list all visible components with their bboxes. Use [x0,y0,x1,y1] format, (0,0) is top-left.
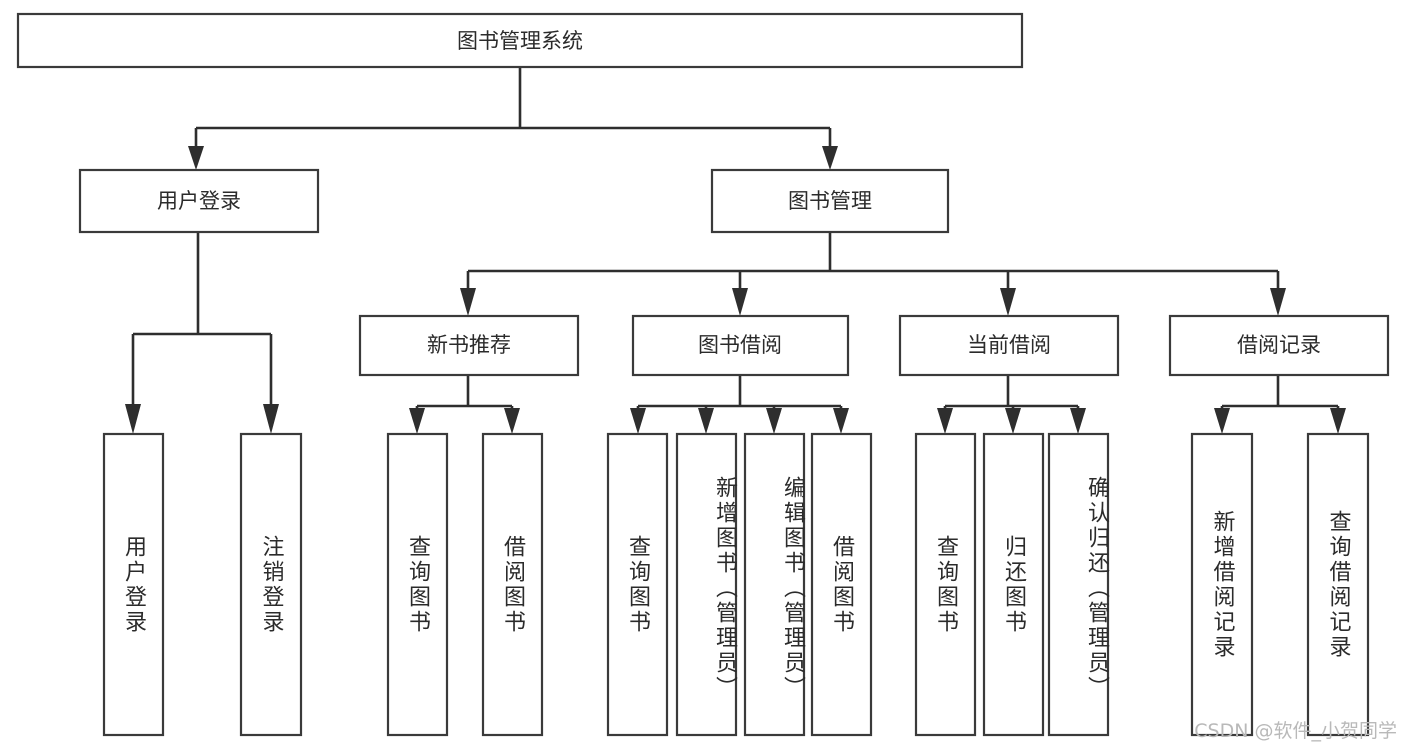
leaf-box-logout-login[interactable] [239,432,303,737]
node-label: 图书管理系统 [457,29,583,53]
connector-newbook-to-leaves [409,375,520,434]
arrow-head-icon [504,408,520,434]
leaf-box-query-book-2[interactable] [606,432,669,737]
node-book-borrow[interactable]: 图书借阅 [631,314,850,377]
leaf-box-query-record[interactable] [1306,432,1370,737]
connector-bookmanage-to-level3 [460,232,1286,316]
node-new-book-recommend[interactable]: 新书推荐 [358,314,580,377]
leaf-group-new-book-recommend [386,432,544,737]
arrow-head-icon [1005,408,1021,434]
arrow-head-icon [1000,288,1016,316]
leaf-box-query-book-1[interactable] [386,432,449,737]
leaf-box-borrow-book-1[interactable] [481,432,544,737]
arrow-head-icon [1070,408,1086,434]
node-label: 当前借阅 [967,333,1051,357]
leaf-box-return-book[interactable] [982,432,1045,737]
node-box-rect [898,314,1120,377]
leaf-box-confirm-return[interactable] [1047,432,1110,737]
node-label: 图书管理 [788,189,872,213]
leaf-box-edit-book[interactable] [743,432,806,737]
connector-bookborrow-to-leaves [630,375,849,434]
node-root-system[interactable]: 图书管理系统 [16,12,1024,69]
csdn-watermark: CSDN @软件_小贺同学 [1194,720,1397,742]
node-borrow-record[interactable]: 借阅记录 [1168,314,1390,377]
arrow-head-icon [937,408,953,434]
leaf-group-current-borrow [914,432,1110,737]
arrow-head-icon [409,408,425,434]
arrow-head-icon [766,408,782,434]
node-box-rect [631,314,850,377]
node-label: 图书借阅 [698,333,782,357]
leaf-group-user-login [102,432,303,737]
arrow-head-icon [833,408,849,434]
node-box-rect [78,168,320,234]
arrow-head-icon [698,408,714,434]
leaf-group-book-borrow [606,432,873,737]
node-book-manage[interactable]: 图书管理 [710,168,950,234]
connector-borrowrecord-to-leaves [1214,375,1346,434]
arrow-head-icon [1330,408,1346,434]
arrow-head-icon [732,288,748,316]
node-box-rect [358,314,580,377]
connector-userlogin-to-leaves [125,232,279,434]
arrow-head-icon [460,288,476,316]
connector-currentborrow-to-leaves [937,375,1086,434]
arrow-head-icon [1214,408,1230,434]
connector-root-to-level2 [188,67,838,170]
node-box-rect [1168,314,1390,377]
arrow-head-icon [630,408,646,434]
node-current-borrow[interactable]: 当前借阅 [898,314,1120,377]
arrow-head-icon [263,404,279,434]
leaf-group-borrow-record [1190,432,1370,737]
node-box-rect [710,168,950,234]
arrow-head-icon [822,146,838,170]
node-label: 借阅记录 [1237,333,1321,357]
arrow-head-icon [125,404,141,434]
leaf-box-query-book-3[interactable] [914,432,977,737]
leaf-box-borrow-book-2[interactable] [810,432,873,737]
node-label: 新书推荐 [427,333,511,357]
leaf-box-add-book[interactable] [675,432,738,737]
leaf-box-user-login[interactable] [102,432,165,737]
leaf-box-add-record[interactable] [1190,432,1254,737]
arrow-head-icon [188,146,204,170]
node-label: 用户登录 [157,189,241,213]
node-box-rect [16,12,1024,69]
node-user-login[interactable]: 用户登录 [78,168,320,234]
arrow-head-icon [1270,288,1286,316]
